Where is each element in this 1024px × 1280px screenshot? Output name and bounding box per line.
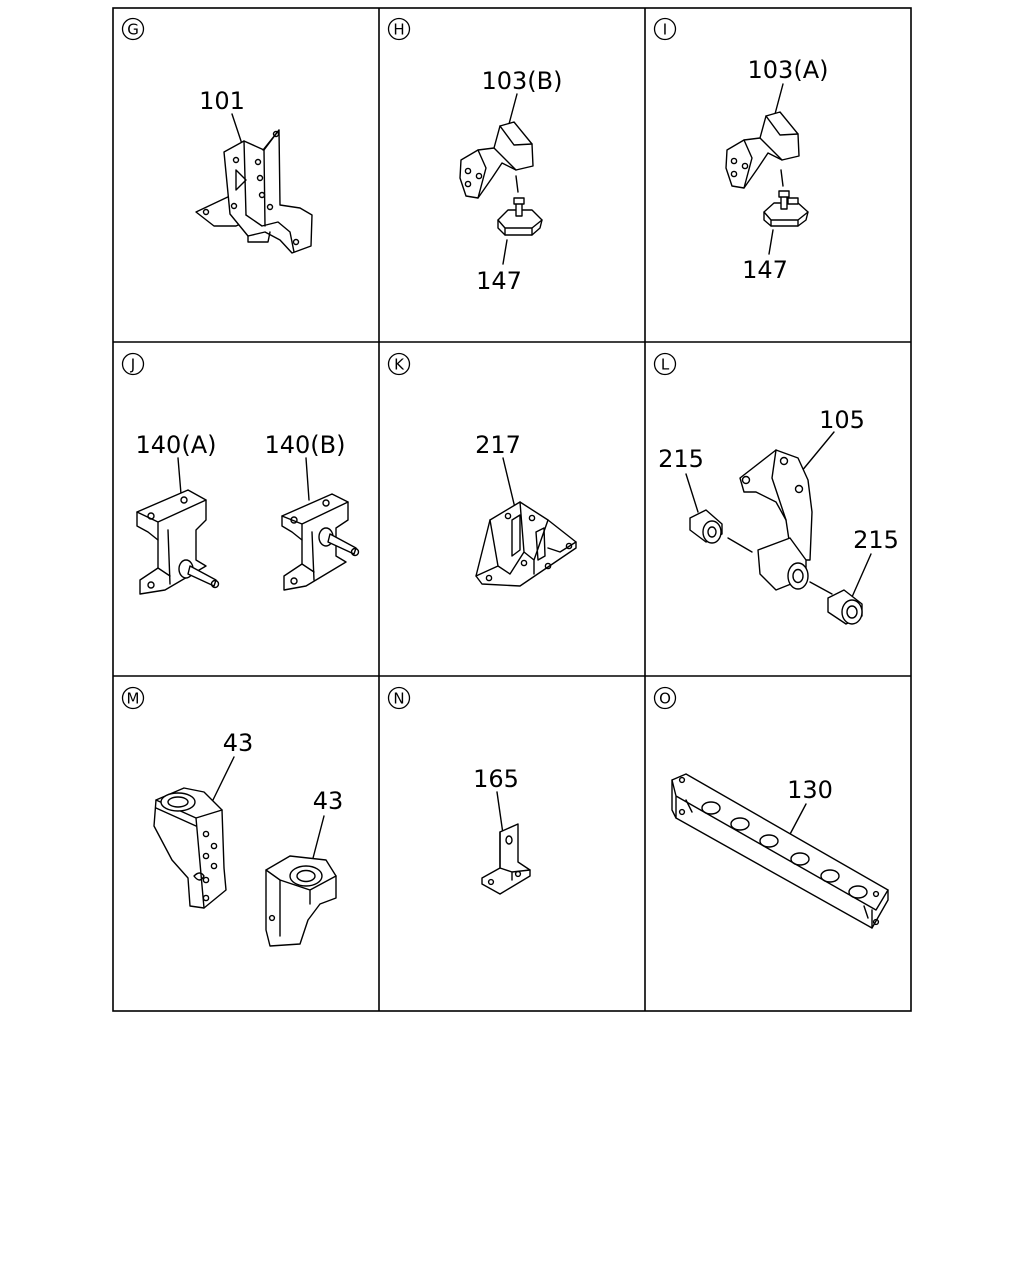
part-label: 165	[473, 765, 519, 793]
part-101-bracket	[195, 129, 313, 254]
panel-letter-text: O	[659, 690, 671, 708]
panel-m: M 43 43	[121, 686, 344, 947]
panel-letter-j: J	[121, 352, 145, 376]
part-217-bracket	[475, 501, 577, 587]
panel-letter-g: G	[121, 17, 145, 41]
part-label: 140(B)	[265, 431, 346, 459]
part-103a-bracket	[725, 111, 800, 189]
panel-letter-k: K	[387, 352, 411, 376]
panel-letter-i: I	[653, 17, 677, 41]
panel-n: N 165	[387, 686, 531, 895]
part-147-mount	[497, 197, 543, 236]
part-140b-bracket	[281, 493, 360, 591]
part-label: 217	[475, 431, 521, 459]
part-130-crossmember	[671, 773, 889, 929]
panel-letter-text: L	[661, 356, 670, 374]
part-label: 43	[313, 787, 344, 815]
part-label: 140(A)	[136, 431, 217, 459]
part-43-bracket	[153, 787, 227, 909]
panel-letter-o: O	[653, 686, 677, 710]
part-215-bushing	[827, 589, 863, 625]
panel-letter-text: H	[393, 21, 404, 39]
panel-letter-text: M	[127, 690, 140, 708]
panel-i: I 103(A) 147	[653, 17, 829, 284]
part-label: 215	[853, 526, 899, 554]
part-label: 103(B)	[482, 67, 563, 95]
part-43-bracket	[265, 855, 337, 947]
panel-h: H 103(B) 147	[387, 17, 563, 295]
panel-letter-text: I	[663, 21, 667, 39]
panel-letter-text: K	[394, 356, 405, 374]
panel-letter-h: H	[387, 17, 411, 41]
panel-letter-l: L	[653, 352, 677, 376]
part-215-bushing	[689, 509, 723, 544]
part-label: 130	[787, 776, 833, 804]
panel-l: L 105 215 215	[653, 352, 899, 625]
panel-grid	[112, 7, 912, 1012]
panel-letter-text: N	[393, 690, 404, 708]
part-103b-bracket	[459, 121, 534, 199]
part-label: 101	[199, 87, 245, 115]
part-label: 103(A)	[748, 56, 829, 84]
panel-letter-text: J	[130, 356, 135, 374]
part-140a-bracket	[136, 489, 220, 595]
part-165-bracket	[481, 823, 531, 895]
panel-letter-n: N	[387, 686, 411, 710]
panel-g: G 101	[121, 17, 313, 254]
part-label: 105	[819, 406, 865, 434]
part-label: 43	[223, 729, 254, 757]
panel-o: O 130	[653, 686, 889, 929]
part-label: 147	[476, 267, 522, 295]
part-147-mount	[763, 190, 809, 227]
part-105-arm	[727, 449, 833, 595]
panel-letter-m: M	[121, 686, 145, 710]
panel-j: J 140(A) 140(B)	[121, 352, 360, 595]
part-label: 215	[658, 445, 704, 473]
part-label: 147	[742, 256, 788, 284]
panel-letter-text: G	[127, 21, 139, 39]
panel-k: K 217	[387, 352, 577, 587]
